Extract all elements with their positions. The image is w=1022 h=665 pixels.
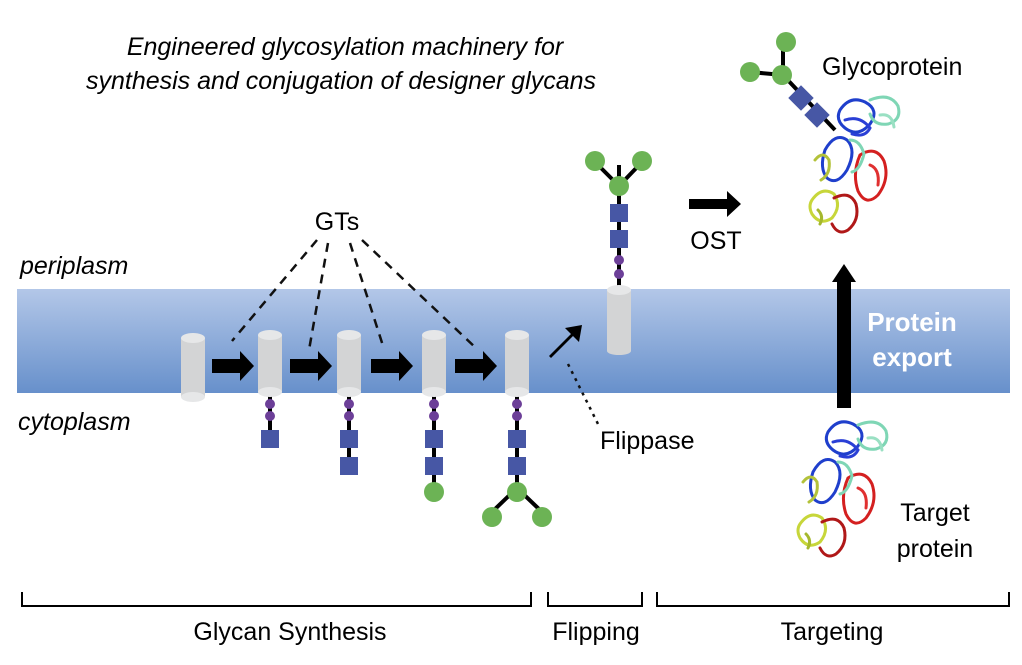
- glcnac-square: [425, 457, 443, 475]
- step-arrow-4: [455, 351, 497, 381]
- periplasm-label: periplasm: [19, 252, 128, 280]
- mannose-circle: [776, 32, 796, 52]
- glycoprotein-label: Glycoprotein: [822, 53, 962, 81]
- phosphate: [614, 255, 624, 265]
- step-arrow-1: [212, 351, 254, 381]
- mannose-circle: [772, 65, 792, 85]
- glycoprotein-structure: [808, 95, 901, 234]
- stage-brackets: [21, 592, 1010, 607]
- flipped-lipid-carrier: [585, 151, 652, 355]
- protein-export-arrow: [832, 264, 856, 408]
- phosphate: [614, 269, 624, 279]
- glcnac-square: [340, 430, 358, 448]
- gt-pointer-line: [307, 242, 330, 351]
- stage-label-targeting: Targeting: [781, 618, 884, 646]
- bracket-glycan-synthesis: [21, 592, 532, 607]
- glcnac-square: [425, 430, 443, 448]
- phosphate: [512, 399, 522, 409]
- step-arrow-2: [290, 351, 332, 381]
- gts-label: GTs: [315, 208, 359, 236]
- glcnac-square: [340, 457, 358, 475]
- glcnac-square: [508, 430, 526, 448]
- lipid-carrier: [422, 330, 446, 502]
- glcnac-square: [261, 430, 279, 448]
- mannose-circle: [632, 151, 652, 171]
- mannose-circle: [482, 507, 502, 527]
- bracket-flipping: [547, 592, 643, 607]
- phosphate: [344, 411, 354, 421]
- ost-arrow: [689, 191, 741, 217]
- target-protein-structure: [796, 420, 889, 558]
- stage-label-glycan-synthesis: Glycan Synthesis: [193, 618, 386, 646]
- title-line-2: synthesis and conjugation of designer gl…: [86, 67, 596, 95]
- glcnac-square: [788, 85, 814, 111]
- glcnac-square: [508, 457, 526, 475]
- lipid-carrier: [482, 330, 552, 527]
- glcnac-square: [610, 230, 628, 248]
- title-line-1: Engineered glycosylation machinery for: [127, 33, 565, 61]
- mannose-circle: [609, 176, 629, 196]
- phosphate: [429, 399, 439, 409]
- glcnac-square: [804, 102, 830, 128]
- glycoprotein-glycan: [740, 32, 837, 132]
- phosphate: [429, 411, 439, 421]
- gt-pointer-line: [361, 239, 479, 351]
- lipid-carrier: [181, 333, 205, 402]
- protein-export-label-line-2: export: [872, 342, 952, 372]
- target-protein-label-line-2: protein: [897, 535, 973, 563]
- synthesis-arrows: [212, 351, 497, 381]
- flippase-label: Flippase: [600, 427, 695, 455]
- mannose-circle: [740, 62, 760, 82]
- mannose-circle: [585, 151, 605, 171]
- step-arrow-3: [371, 351, 413, 381]
- gt-pointer-line: [231, 239, 318, 342]
- lipid-carriers: [181, 330, 552, 527]
- stage-label-flipping: Flipping: [552, 618, 640, 646]
- gt-pointer-line: [348, 242, 386, 350]
- mannose-circle: [507, 482, 527, 502]
- cytoplasm-label: cytoplasm: [18, 408, 131, 436]
- flippase-arrow: [549, 325, 582, 358]
- phosphate: [512, 411, 522, 421]
- glcnac-square: [610, 204, 628, 222]
- ost-label: OST: [690, 227, 741, 255]
- gts-pointer-lines: [231, 239, 479, 351]
- mannose-circle: [424, 482, 444, 502]
- target-protein-label-line-1: Target: [900, 499, 970, 527]
- phosphate: [344, 399, 354, 409]
- bracket-targeting: [656, 592, 1010, 607]
- phosphate: [265, 399, 275, 409]
- lipid-carrier: [337, 330, 361, 475]
- protein-export-label-line-1: Protein: [867, 307, 957, 337]
- lipid-carrier: [258, 330, 282, 448]
- mannose-circle: [532, 507, 552, 527]
- phosphate: [265, 411, 275, 421]
